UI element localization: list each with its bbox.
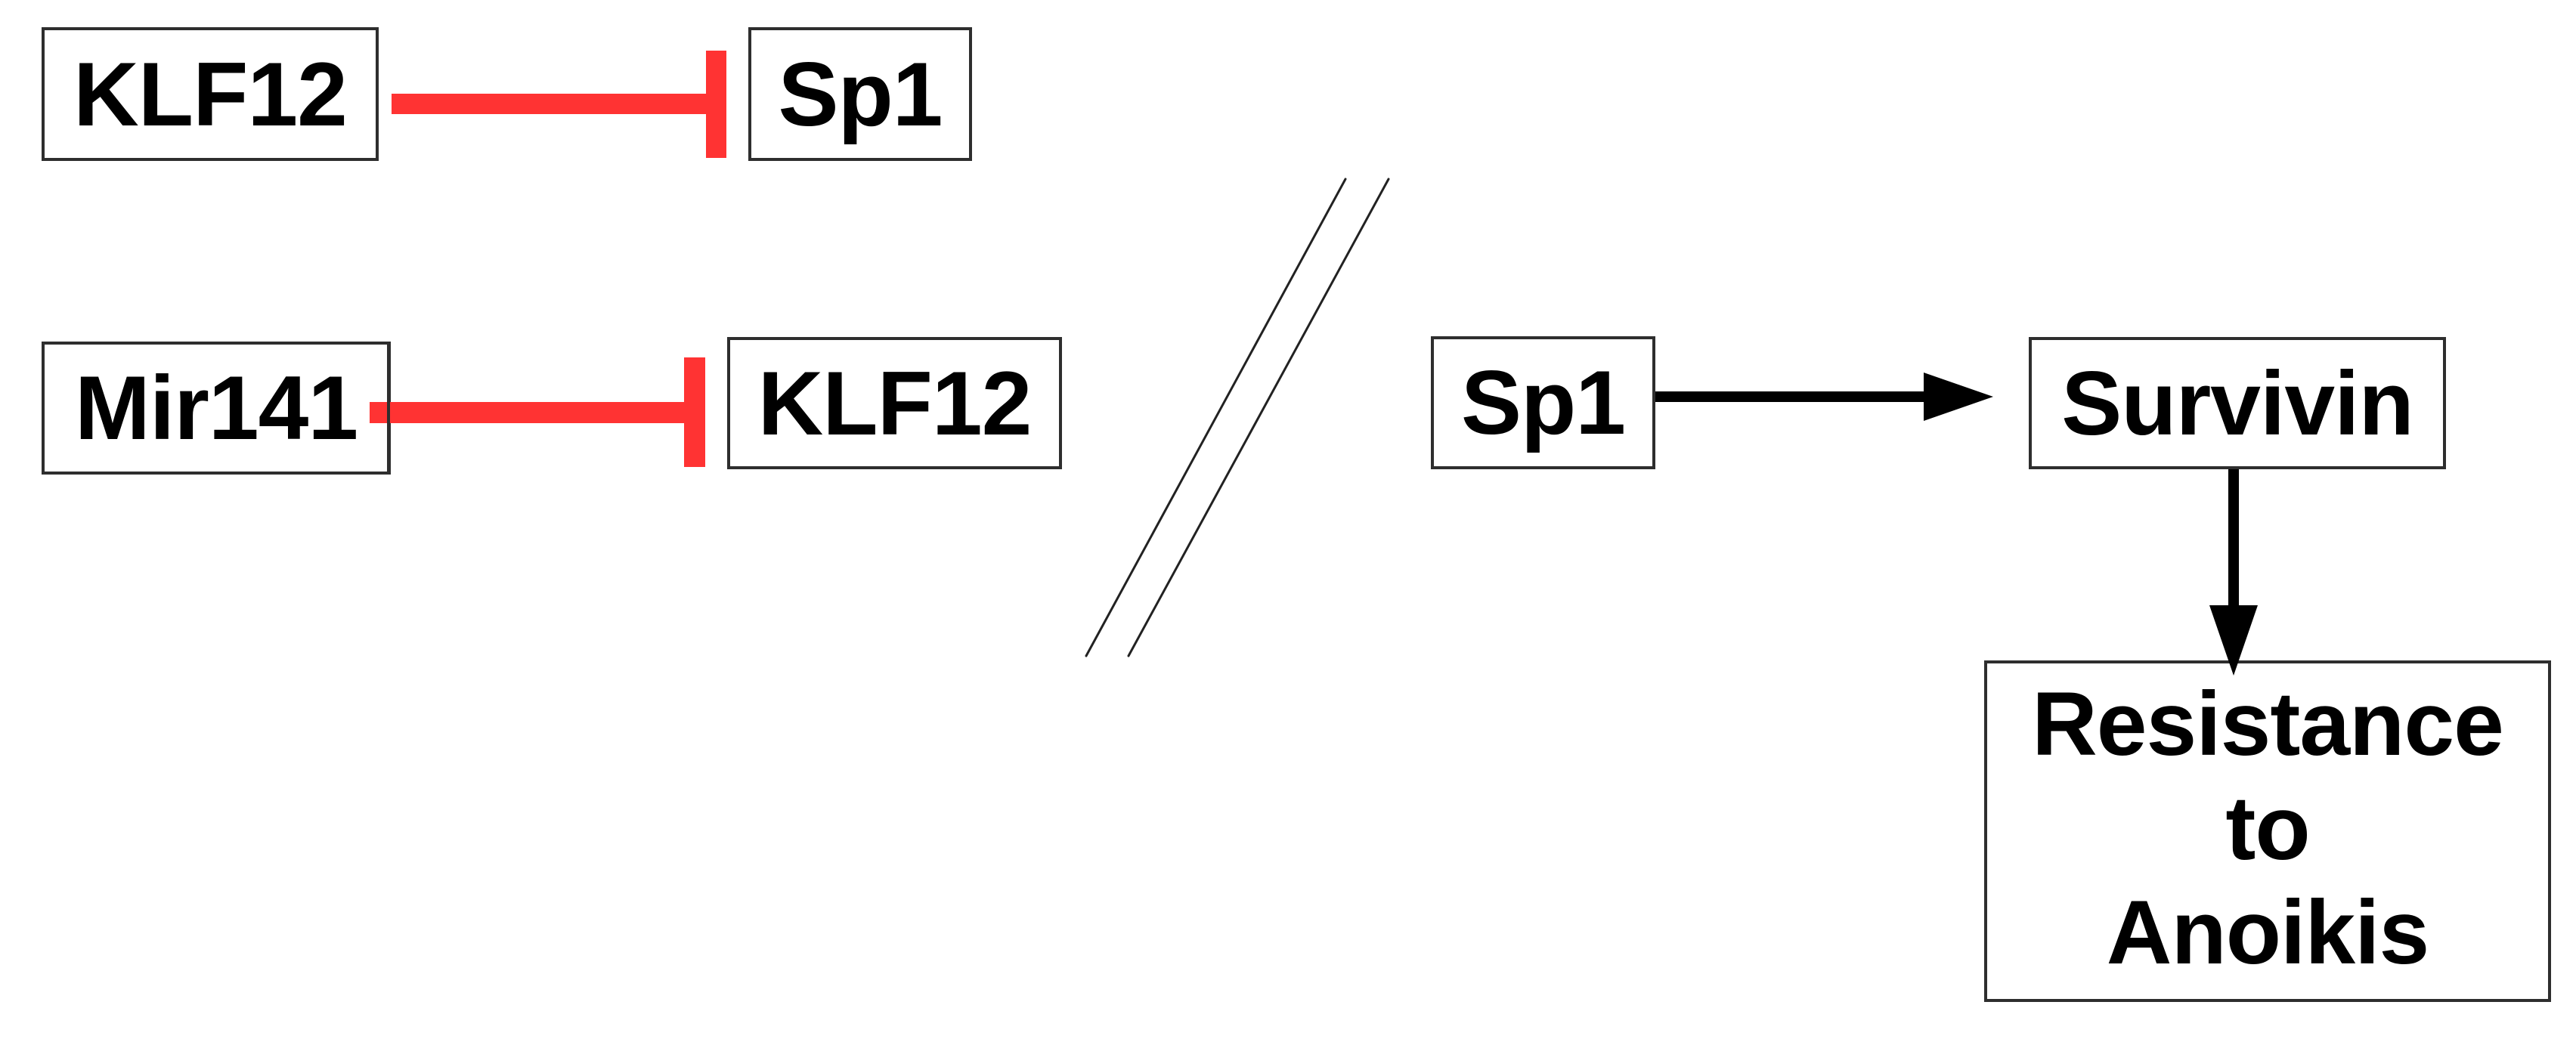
node-resistance-to-anoikis: Resistance to Anoikis (1984, 660, 2551, 1002)
inhibition-bar-icon (706, 51, 726, 158)
node-label-line-3: Anoikis (2106, 882, 2429, 983)
node-klf12-mid: KLF12 (727, 337, 1062, 469)
node-klf12-top: KLF12 (42, 27, 379, 161)
node-label-line-2: to (2225, 778, 2310, 879)
node-mir141: Mir141 (42, 342, 391, 475)
node-label-line-1: Resistance (2032, 673, 2504, 775)
double-slash-separator (1085, 178, 1390, 657)
node-label: Mir141 (74, 357, 358, 459)
node-sp1-right: Sp1 (1431, 336, 1655, 469)
node-label: Survivin (2061, 352, 2413, 454)
node-sp1-top: Sp1 (748, 27, 972, 161)
node-survivin: Survivin (2029, 337, 2446, 469)
node-label: Sp1 (778, 43, 943, 145)
activation-edge-survivin-outcome (2228, 468, 2239, 608)
node-label: KLF12 (757, 352, 1033, 454)
activation-edge-sp1-survivin (1655, 373, 1993, 421)
node-label: Sp1 (1460, 352, 1626, 453)
inhibition-edge-klf12-sp1 (392, 51, 726, 158)
arrowhead-right-icon (1924, 373, 1993, 421)
node-label: KLF12 (73, 43, 348, 145)
